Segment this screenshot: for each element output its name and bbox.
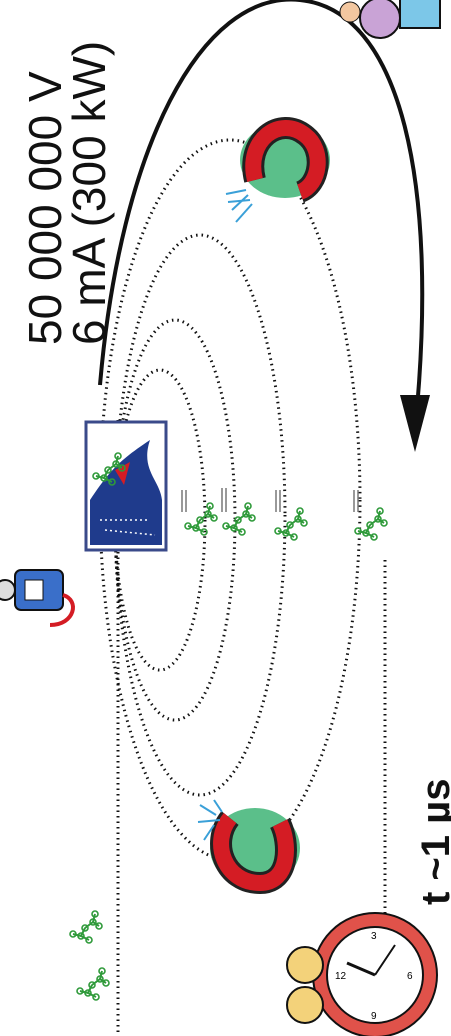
gas-pump-icon xyxy=(0,569,75,627)
molecule-icon xyxy=(222,502,256,536)
molecule-icon xyxy=(69,910,103,944)
svg-text:3: 3 xyxy=(371,931,377,942)
wave-box-icon xyxy=(84,420,168,552)
magnet-icon xyxy=(210,808,300,895)
svg-text:12: 12 xyxy=(335,971,347,982)
person-icon xyxy=(339,0,441,39)
orbit-4 xyxy=(98,138,362,862)
current-label: 6 mA (300 kW) xyxy=(63,40,115,345)
arrow-head-icon xyxy=(400,395,430,452)
spark-icon xyxy=(225,189,253,223)
svg-text:6: 6 xyxy=(407,971,413,982)
molecule-icon xyxy=(274,507,308,541)
spark-icon xyxy=(197,799,223,841)
molecule-icon xyxy=(76,967,110,1001)
orbit-3 xyxy=(113,233,287,797)
motion-lines xyxy=(181,488,359,512)
orbit-1 xyxy=(113,368,207,672)
magnet-icon xyxy=(240,117,330,203)
time-label: t ~1 µs xyxy=(414,778,451,905)
alarm-clock-icon: 12 6 3 9 xyxy=(286,912,438,1036)
molecule-icon xyxy=(354,507,388,541)
outer-arrow-arc xyxy=(98,0,425,431)
voltage-label: 50 000 000 V xyxy=(19,71,71,345)
molecule-icon xyxy=(184,502,218,536)
svg-text:9: 9 xyxy=(371,1011,377,1022)
